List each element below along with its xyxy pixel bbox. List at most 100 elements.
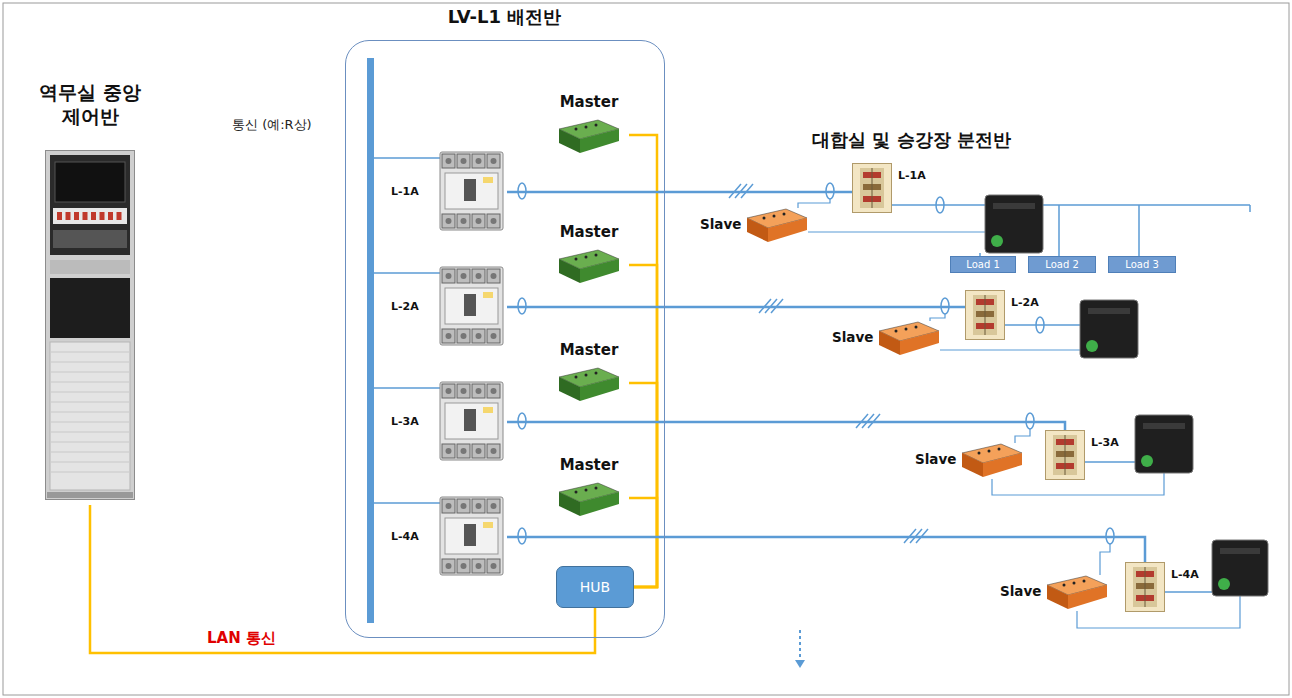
- power-meter-part: [1143, 423, 1185, 429]
- slave-device-part: [878, 321, 940, 357]
- circuit-breaker-part-part: [440, 497, 503, 575]
- slave-device: Slave: [832, 318, 940, 360]
- circuit-breaker-part-part: [442, 329, 455, 343]
- master-device-part-part: [575, 128, 578, 131]
- circuit-breaker-part-part: [457, 499, 470, 513]
- control-cabinet-part-part: [91, 212, 96, 220]
- circuit-breaker-part-part: [483, 407, 493, 413]
- control-cabinet-part-part: [51, 392, 129, 393]
- hub-box: HUB: [556, 566, 634, 608]
- control-cabinet-part-part: [51, 372, 129, 373]
- control-cabinet-part-part: [117, 212, 122, 220]
- slave-device-part-part: [768, 218, 807, 242]
- slave-device-part-part: [915, 326, 918, 329]
- master-device-part-part: [559, 259, 580, 283]
- control-cabinet-part-part: [55, 162, 125, 202]
- circuit-breaker-part-part: [472, 154, 485, 168]
- slave-device-part-part: [773, 215, 776, 218]
- node-text: L-3A: [391, 415, 419, 428]
- power-meter-part: [1218, 578, 1230, 590]
- feeder-wire-part: [1085, 461, 1135, 463]
- bus-bar-part: [367, 58, 374, 623]
- control-cabinet-part-part: [51, 472, 129, 473]
- circuit-breaker-part-part: [476, 388, 482, 394]
- feeder-wire-part: [1165, 591, 1212, 593]
- control-cabinet-part-part: [50, 278, 130, 338]
- slave-device-part-part: [998, 448, 1001, 451]
- slave-device-part-part: [747, 218, 768, 242]
- circuit-breaker-part-part: [464, 294, 476, 316]
- circuit-breaker-part: [439, 381, 504, 461]
- control-cabinet-part-part: [74, 212, 79, 220]
- circuit-breaker-part-part: [491, 563, 497, 569]
- bus-bar-part: [374, 502, 440, 504]
- control-cabinet-part-part: [47, 492, 133, 498]
- control-cabinet-part-part: [66, 212, 71, 220]
- circuit-breaker-part-part: [491, 503, 497, 509]
- master-device-part-part: [559, 377, 580, 401]
- feeder-wire-part: [892, 204, 985, 206]
- master-device-part: [558, 249, 620, 285]
- circuit-breaker-part-part: [476, 158, 482, 164]
- slave-device-part-part: [905, 328, 908, 331]
- master-device-part-part: [575, 376, 578, 379]
- node-text: L-2A: [391, 300, 419, 313]
- circuit-breaker-part-part: [491, 333, 497, 339]
- circuit-breaker-part-part: [446, 563, 452, 569]
- slave-device-part-part: [1047, 585, 1068, 609]
- node-text: L-4A: [1171, 568, 1199, 581]
- circuit-breaker-part-part: [457, 214, 470, 228]
- control-cabinet: 역무실 중앙제어반: [30, 80, 150, 505]
- node-text: L-1A: [391, 185, 419, 198]
- circuit-breaker-part-part: [472, 329, 485, 343]
- slave-device-part-part: [962, 453, 983, 477]
- circuit-breaker-part-part: [446, 218, 452, 224]
- circuit-breaker: L-1A: [389, 151, 507, 233]
- control-cabinet-part-part: [50, 342, 130, 490]
- branch-breaker: L-3A: [1045, 430, 1125, 480]
- slave-device-part-part: [1063, 584, 1066, 587]
- circuit-breaker-part: [439, 266, 504, 346]
- circuit-breaker-part-part: [487, 384, 500, 398]
- master-device-part-part: [595, 254, 598, 257]
- communication-line: [629, 383, 657, 587]
- circuit-breaker-part-part: [442, 269, 455, 283]
- branch-breaker-part-part: [1126, 563, 1165, 612]
- circuit-breaker-part-part: [461, 158, 467, 164]
- circuit-breaker-part-part: [461, 448, 467, 454]
- node-text: Master: [549, 93, 629, 111]
- circuit-breaker-part-part: [440, 267, 503, 345]
- control-cabinet-part-part: [83, 212, 88, 220]
- circuit-breaker-part-part: [483, 292, 493, 298]
- slave-wire: [798, 199, 1240, 628]
- power-cable: [507, 306, 965, 309]
- annotation-text: 통신 (예:R상): [232, 116, 312, 134]
- branch-breaker-part-part: [1133, 567, 1157, 607]
- circuit-breaker-part-part: [457, 559, 470, 573]
- circuit-breaker-part-part: [446, 273, 452, 279]
- slave-wire-part: [930, 314, 945, 321]
- slave-device-part-part: [1068, 585, 1107, 609]
- master-device-part-part: [595, 487, 598, 490]
- branch-breaker-part-part: [985, 295, 986, 335]
- branch-breaker-part-part: [1046, 431, 1085, 480]
- circuit-breaker-part-part: [476, 563, 482, 569]
- master-device-part-part: [585, 126, 588, 129]
- circuit-breaker-part-part: [472, 559, 485, 573]
- bus-bar: [367, 58, 440, 623]
- node-text: Slave: [832, 329, 873, 345]
- master-device: Master: [549, 93, 629, 161]
- branch-breaker-part: [965, 290, 1005, 340]
- group-heading: 대합실 및 승강장 분전반: [812, 128, 1011, 152]
- control-cabinet-part-part: [46, 151, 135, 500]
- current-transformer: [518, 183, 1114, 544]
- circuit-breaker-part-part: [461, 333, 467, 339]
- circuit-breaker-part-part: [476, 503, 482, 509]
- circuit-breaker-part-part: [472, 384, 485, 398]
- edge-label: LAN 통신: [204, 629, 279, 647]
- feeder-wire-part: [1005, 324, 1080, 326]
- slave-wire-part: [808, 231, 985, 232]
- control-cabinet-part-part: [51, 362, 129, 363]
- power-meter-part: [1141, 455, 1153, 467]
- distribution-panel: LV-L1 배전반L-1AMasterL-2AMasterL-3AMasterL…: [345, 40, 665, 638]
